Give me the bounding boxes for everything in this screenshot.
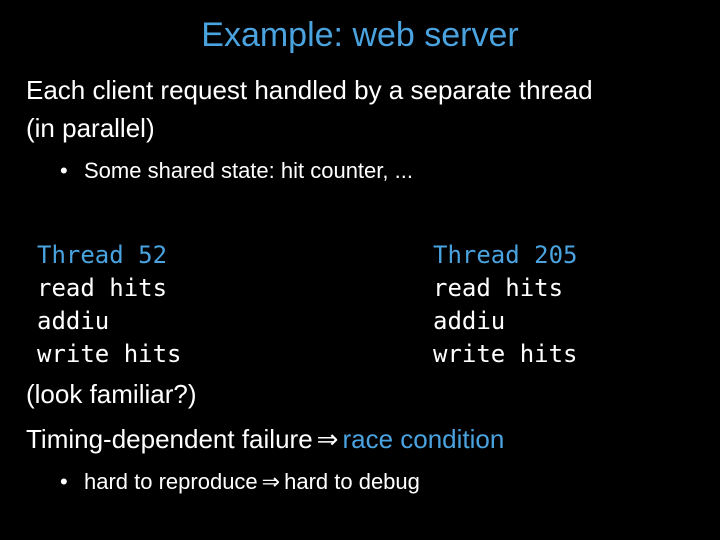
thread-205-header: Thread 205 — [433, 241, 578, 269]
code-line: write hits — [37, 340, 182, 368]
bullet-shared-state: • Some shared state: hit counter, ... — [60, 157, 413, 185]
timing-prefix: Timing-dependent failure — [26, 424, 313, 454]
thread-205-code: Thread 205 read hits addiu write hits — [433, 239, 578, 371]
body-line-parallel: (in parallel) — [26, 113, 155, 143]
bullet-text: Some shared state: hit counter, ... — [84, 158, 413, 183]
bullet-marker: • — [60, 158, 68, 183]
code-line: addiu — [433, 307, 506, 335]
thread-52-header: Thread 52 — [37, 241, 168, 269]
timing-line: Timing-dependent failure⇒race condition — [26, 422, 504, 456]
body-line-request: Each client request handled by a separat… — [26, 75, 593, 105]
race-condition-text: race condition — [342, 424, 505, 454]
bullet-hard-to-debug: • hard to reproduce⇒hard to debug — [60, 468, 420, 496]
bullet-marker: • — [60, 469, 68, 494]
code-line: addiu — [37, 307, 110, 335]
bullet-right-text: hard to debug — [284, 469, 420, 494]
look-familiar-text: (look familiar?) — [26, 379, 197, 409]
thread-52-code: Thread 52 read hits addiu write hits — [37, 239, 182, 371]
implies-arrow-icon: ⇒ — [316, 424, 339, 454]
code-line: write hits — [433, 340, 578, 368]
implies-arrow-icon: ⇒ — [261, 469, 281, 494]
slide-title: Example: web server — [201, 16, 519, 54]
bullet-left-text: hard to reproduce — [84, 469, 258, 494]
code-line: read hits — [37, 274, 168, 302]
code-line: read hits — [433, 274, 564, 302]
